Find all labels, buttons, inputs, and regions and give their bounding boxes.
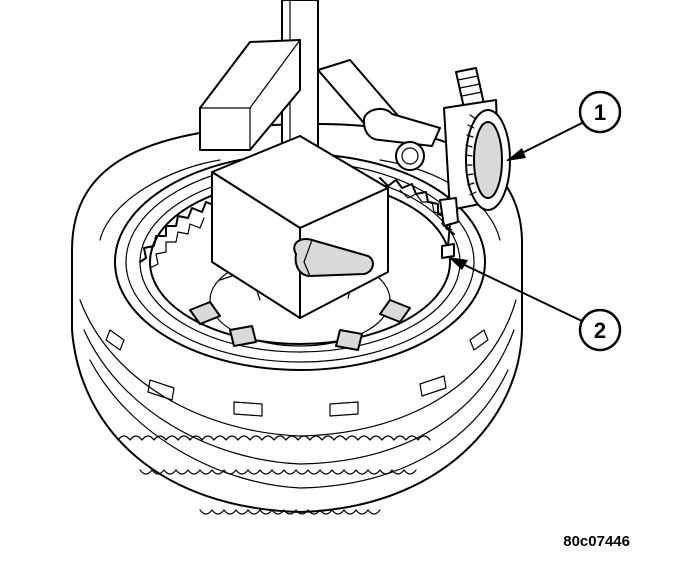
callout-2-arrowhead-icon [448,257,468,270]
callout-1-arrowhead-icon [506,148,526,161]
figure-id: 80c07446 [563,533,630,550]
callout-1-label: 1 [594,100,606,125]
callout-1: 1 [506,90,622,161]
callout-1-circle [578,90,622,134]
callout-2: 2 [448,257,622,352]
magnetic-base [199,0,441,319]
callout-2-label: 2 [594,318,606,343]
gear-teeth [117,435,431,515]
callout-2-circle [578,308,622,352]
dial-indicator [439,67,511,259]
